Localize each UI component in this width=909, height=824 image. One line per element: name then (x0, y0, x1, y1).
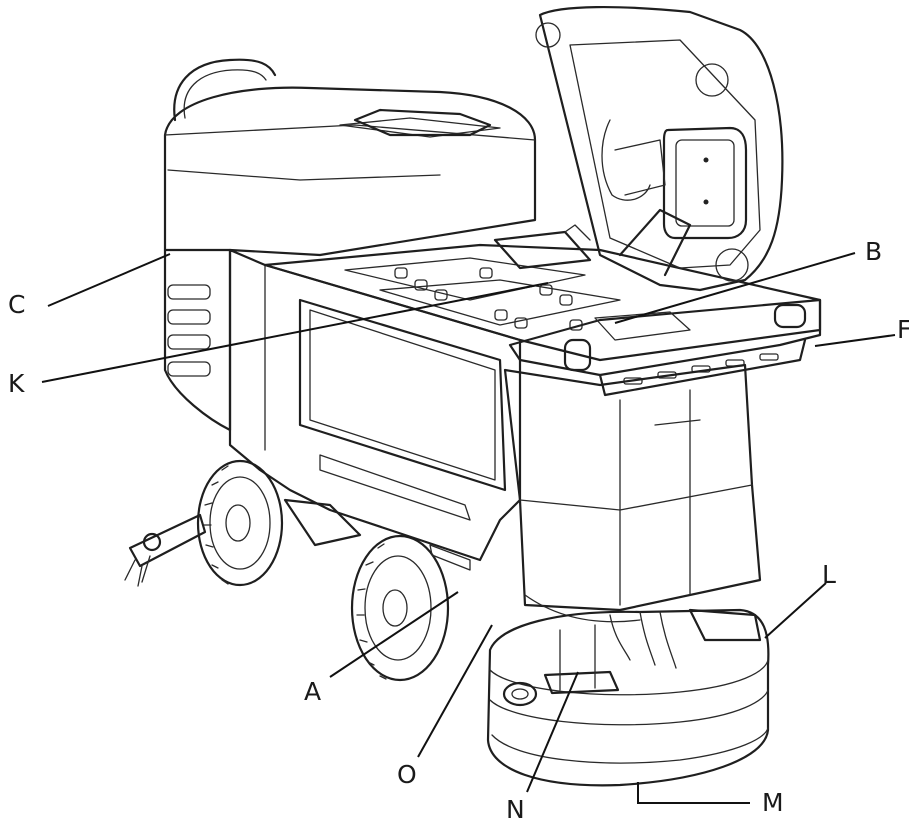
brush-deck (486, 608, 770, 787)
squeegee-assembly (124, 498, 362, 587)
label-f: F (897, 315, 909, 344)
label-l: L (822, 560, 836, 589)
recovery-tank-hood (163, 58, 537, 257)
label-c: C (8, 290, 25, 319)
label-a: A (304, 677, 321, 706)
battery-compartment (263, 224, 822, 362)
label-m: M (762, 788, 784, 817)
open-lid (535, 5, 784, 292)
control-panel (508, 298, 822, 397)
label-b: B (865, 237, 882, 266)
leader-lines (41, 252, 896, 804)
rear-wheel (196, 459, 284, 587)
label-n: N (506, 795, 525, 824)
front-wheel (350, 534, 450, 682)
side-vents (163, 248, 232, 432)
label-o: O (397, 760, 417, 789)
front-panel (503, 363, 762, 623)
label-k: K (8, 369, 25, 398)
